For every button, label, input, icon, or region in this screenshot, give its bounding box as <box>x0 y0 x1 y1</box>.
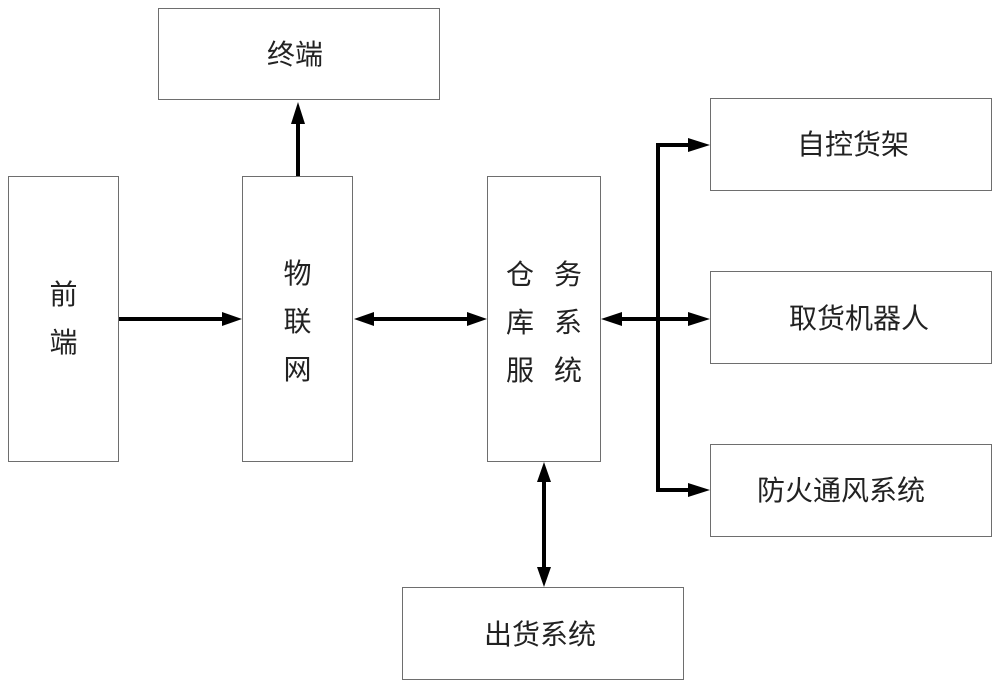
arrowhead-to-shipping <box>537 567 551 587</box>
arrowhead-to-robot <box>688 312 710 326</box>
arrowhead-to-shelf <box>688 138 710 152</box>
arrowhead-to-warehouse-up <box>537 462 551 482</box>
arrowhead-to-warehouse <box>467 312 487 326</box>
arrowhead-to-terminal <box>291 102 305 124</box>
arrowhead-to-iot-left <box>354 312 374 326</box>
arrowhead-to-iot <box>222 312 242 326</box>
arrowhead-to-warehouse-right <box>601 312 622 326</box>
arrowhead-to-firevent <box>688 483 710 497</box>
